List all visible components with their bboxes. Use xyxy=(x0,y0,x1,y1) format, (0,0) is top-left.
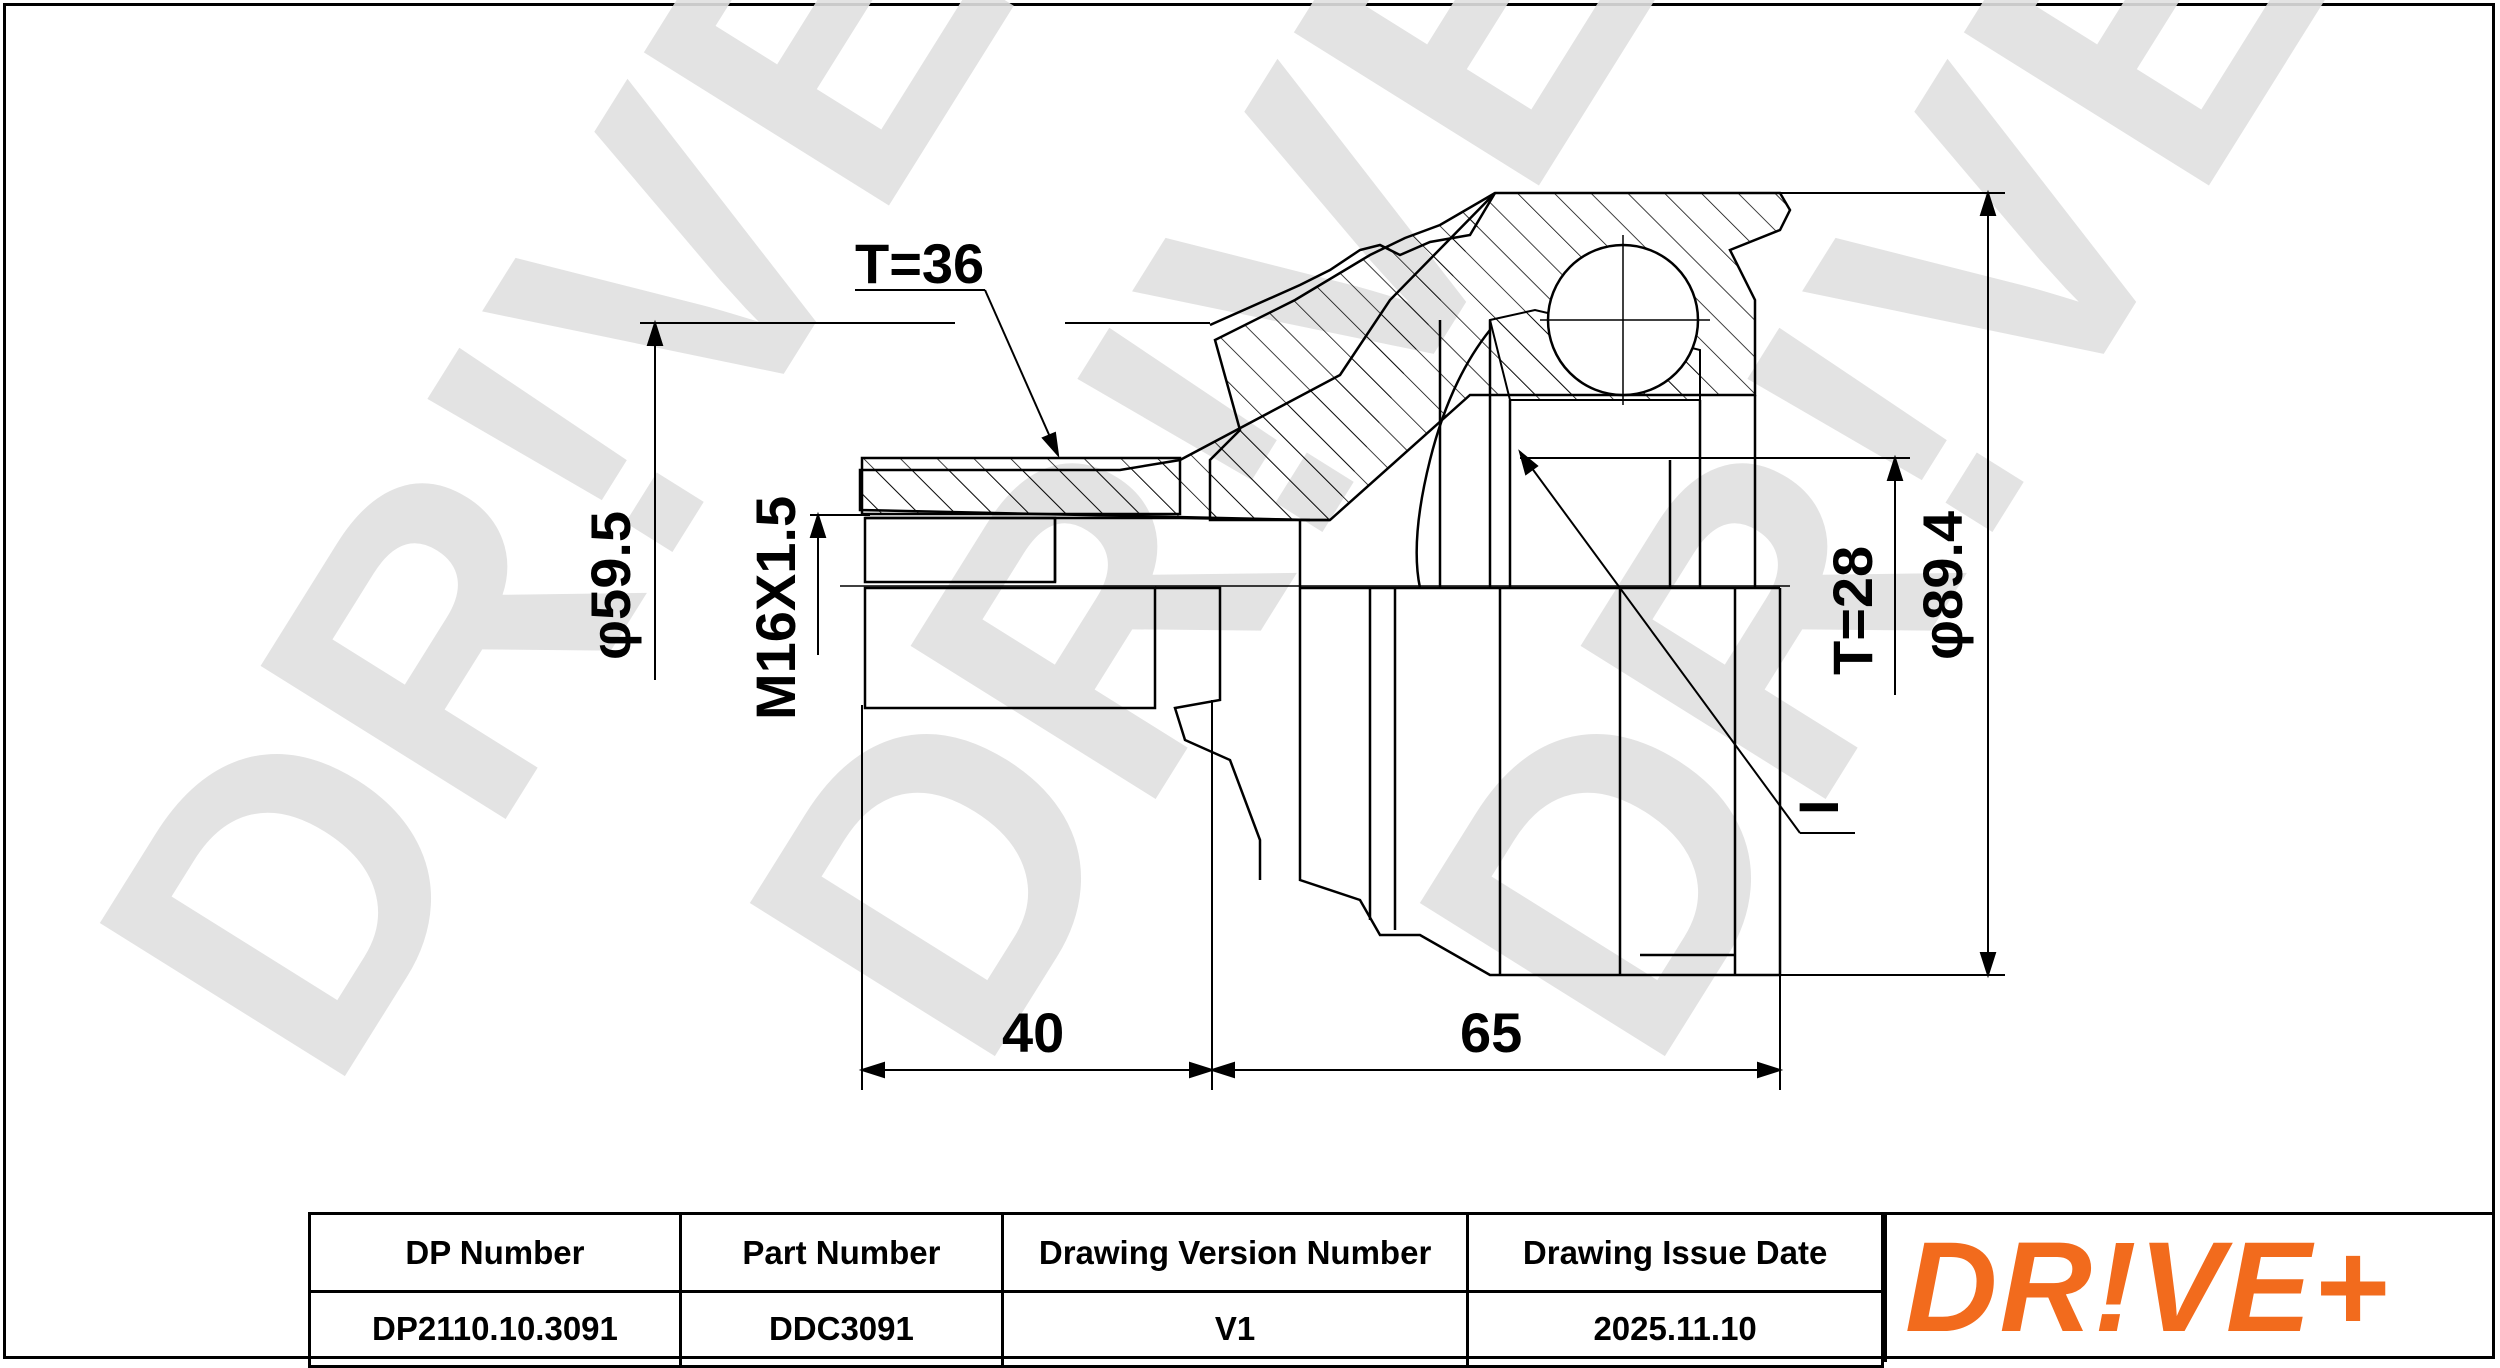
value-drawing-version: V1 xyxy=(1000,1290,1470,1368)
value-dp-number: DP2110.10.3091 xyxy=(308,1290,682,1368)
value-part-number: DDC3091 xyxy=(678,1290,1004,1368)
header-dp-number: DP Number xyxy=(308,1212,682,1293)
watermark: DR!VE+ DR!VE+ DR!VE+ xyxy=(9,0,2500,1148)
dim-t28: T=28 xyxy=(1821,546,1884,675)
value-issue-date: 2025.11.10 xyxy=(1466,1290,1884,1368)
dim-phi-59-5: φ59.5 xyxy=(579,511,642,660)
logo-cell: DR!VE+ xyxy=(1884,1212,2495,1362)
joint-outline-lower xyxy=(863,320,1782,977)
brand-logo: DR!VE+ xyxy=(1905,1216,2390,1359)
dimension-lines xyxy=(640,189,2005,1090)
title-block: DP Number Part Number Drawing Version Nu… xyxy=(308,1212,1884,1368)
dim-40: 40 xyxy=(1002,1001,1064,1064)
dim-65: 65 xyxy=(1460,1001,1522,1064)
dim-t36: T=36 xyxy=(855,232,984,295)
dim-phi-89-4: φ89.4 xyxy=(1911,511,1974,660)
header-part-number: Part Number xyxy=(678,1212,1004,1293)
header-issue-date: Drawing Issue Date xyxy=(1466,1212,1884,1293)
joint-section-upper xyxy=(858,191,1792,522)
dim-marker-i: I xyxy=(1787,799,1850,815)
header-drawing-version: Drawing Version Number xyxy=(1000,1212,1470,1293)
dim-thread-m16: M16X1.5 xyxy=(744,496,807,720)
